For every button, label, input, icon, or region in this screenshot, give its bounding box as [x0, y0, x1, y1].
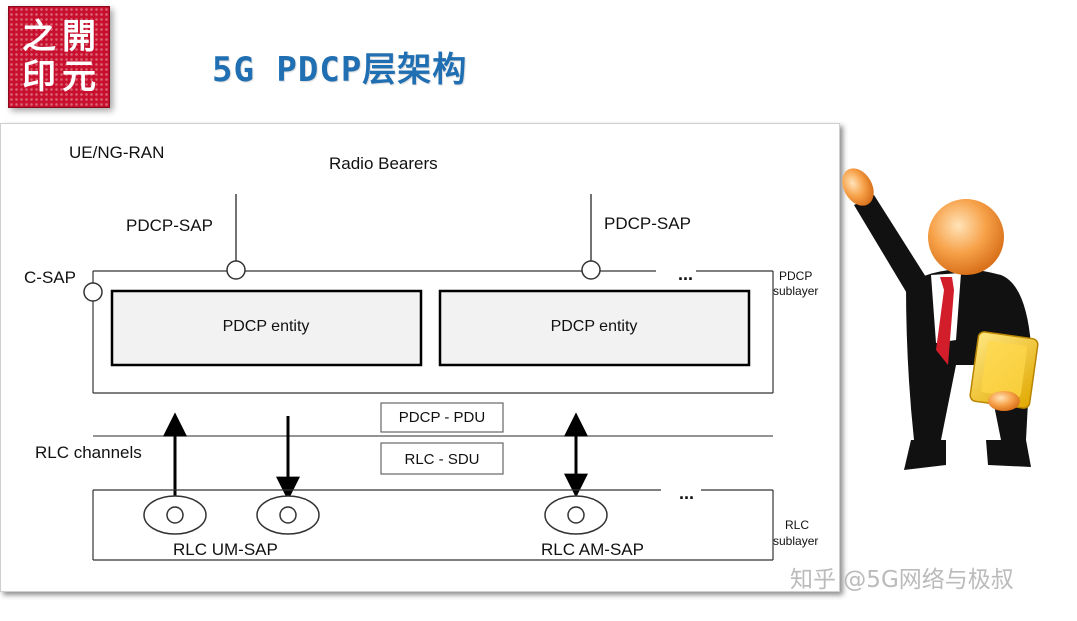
ue-ng-ran-label: UE/NG-RAN	[69, 143, 164, 162]
c-sap-point	[83, 282, 103, 302]
rlc-channels-label: RLC channels	[35, 443, 142, 462]
c-sap-label: C-SAP	[24, 268, 76, 287]
pdcp-entity-label: PDCP entity	[551, 318, 638, 335]
ellipsis-bottom: ...	[679, 483, 694, 503]
rlc-sdu-box	[380, 442, 504, 475]
ellipsis-top: ...	[678, 264, 693, 284]
rlc-am-sap-label: RLC AM-SAP	[541, 540, 644, 559]
rlc-sdu-label: RLC - SDU	[404, 451, 479, 468]
pdcp-entity-box	[438, 289, 751, 367]
pdcp-architecture-diagram: UE/NG-RAN Radio Bearers PDCP-SAP PDCP-SA…	[24, 143, 818, 561]
shirt-and-tie	[931, 273, 961, 365]
pdcp-sap-left-point	[226, 260, 246, 280]
watermark-text: 知乎 @5G网络与极叔	[790, 567, 1014, 593]
logo-char: 開	[62, 17, 96, 57]
pdcp-sublayer-label: sublayer	[773, 284, 818, 298]
logo-char: 之	[22, 17, 56, 57]
pdcp-pdu-box	[380, 402, 504, 433]
presenter-figure-illustration	[842, 168, 1039, 470]
pdcp-sublayer-label: PDCP	[779, 269, 812, 283]
pdcp-sap-left-label: PDCP-SAP	[126, 216, 213, 235]
logo-char: 元	[62, 57, 96, 97]
page-title: 5G PDCP层架构	[212, 50, 468, 90]
folder	[969, 331, 1039, 411]
logo-seal: 之 開 印 元	[19, 17, 99, 97]
logo-char: 印	[22, 57, 56, 97]
pdcp-entity-box	[110, 289, 423, 367]
pdcp-sap-right-label: PDCP-SAP	[604, 214, 691, 233]
brand-logo: 之 開 印 元	[8, 6, 110, 108]
rlc-sublayer-label: sublayer	[773, 534, 818, 548]
rlc-sublayer-label: RLC	[785, 518, 809, 532]
radio-bearers-label: Radio Bearers	[329, 154, 438, 173]
rlc-am-sap-point-inner	[567, 506, 585, 524]
diagram-panel: UE/NG-RAN Radio Bearers PDCP-SAP PDCP-SA…	[0, 123, 840, 592]
head	[928, 199, 1004, 275]
rlc-um-sap-point-inner	[279, 506, 297, 524]
rlc-um-sap-point-inner	[166, 506, 184, 524]
raised-arm	[842, 168, 931, 300]
rlc-um-sap-label: RLC UM-SAP	[173, 540, 278, 559]
pdcp-entity-label: PDCP entity	[223, 318, 310, 335]
pdcp-pdu-label: PDCP - PDU	[399, 409, 485, 426]
pdcp-sap-right-point	[581, 260, 601, 280]
